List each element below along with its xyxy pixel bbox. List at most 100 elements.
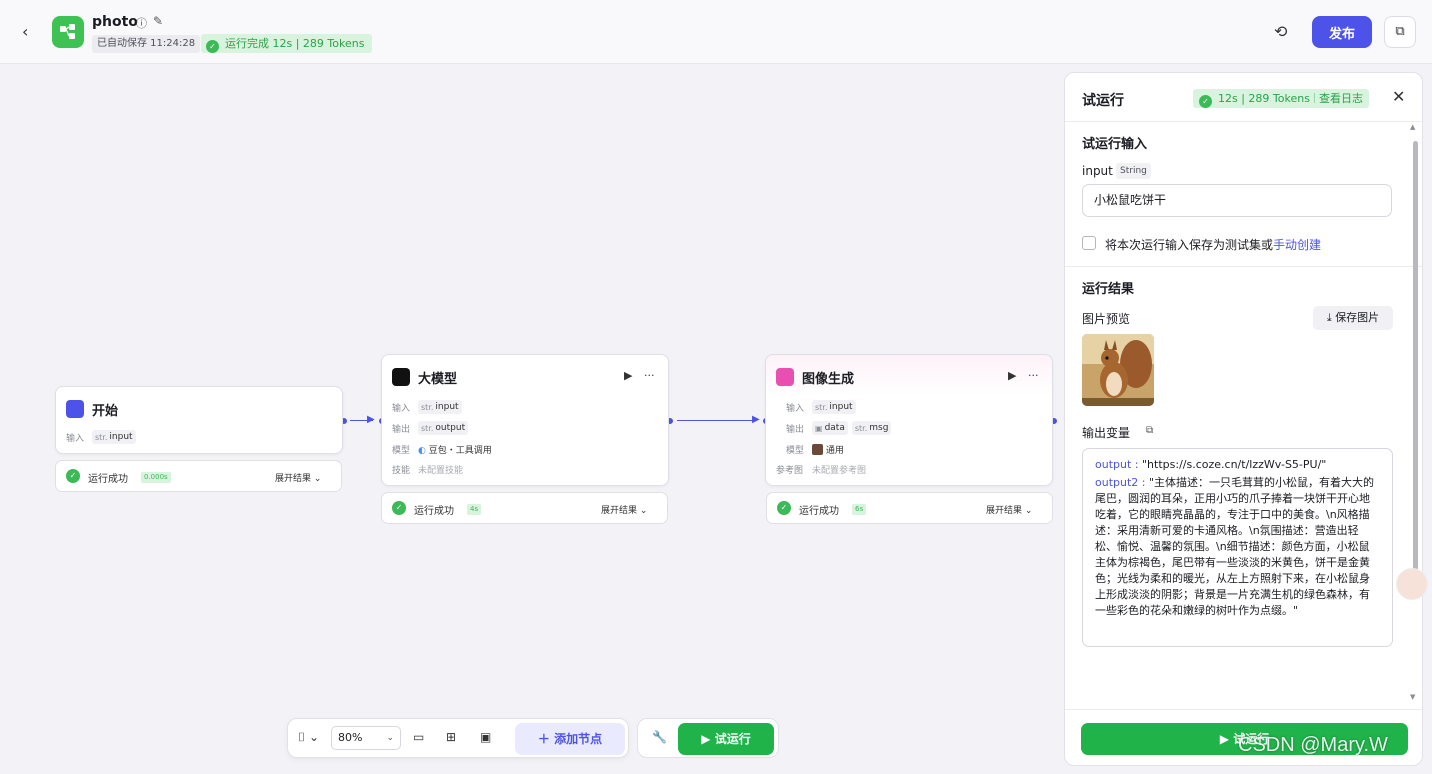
image-type-icon: ▣ xyxy=(815,423,823,433)
llm-output-port[interactable] xyxy=(667,418,673,424)
workflow-app-icon xyxy=(52,16,84,48)
autosave-label: 已自动保存 11:24:28 xyxy=(92,35,201,53)
doubao-icon: ◐ xyxy=(418,445,426,456)
info-icon[interactable]: ⓘ xyxy=(136,17,147,30)
assistant-avatar[interactable] xyxy=(1396,568,1428,600)
status-text: 运行成功 xyxy=(799,506,839,517)
start-output-port[interactable] xyxy=(341,418,347,424)
publish-button[interactable]: 发布 xyxy=(1312,16,1372,48)
model-label: 模型 xyxy=(786,445,805,456)
llm-node-icon xyxy=(392,368,410,386)
input-var-tag: str.input xyxy=(812,400,856,414)
status-time-badge: 6s xyxy=(852,504,867,515)
skill-label: 技能 xyxy=(392,465,411,476)
status-time-badge: 0.000s xyxy=(141,472,171,483)
status-text: 运行成功 xyxy=(88,474,128,485)
download-icon: ⤓ xyxy=(1326,311,1332,324)
plus-icon: ＋ xyxy=(537,732,550,746)
check-icon: ✓ xyxy=(66,469,80,483)
panel-run-button[interactable]: ▶ 试运行 xyxy=(1081,723,1408,755)
llm-status-bar: ✓ 运行成功 4s 展开结果 ⌄ xyxy=(381,492,668,524)
test-run-button[interactable]: ▶ 试运行 xyxy=(678,723,774,755)
ref-image-value: 未配置参考图 xyxy=(812,465,867,476)
panel-title: 试运行 xyxy=(1082,93,1124,109)
comment-icon[interactable]: ▭ xyxy=(413,730,425,744)
expand-result-button[interactable]: 展开结果 ⌄ xyxy=(275,474,322,484)
run-status-badge: ✓ 运行完成 12s | 289 Tokens xyxy=(201,34,373,53)
top-header: ‹ photo ⓘ ✎ 已自动保存 11:24:28 ✓ 运行完成 12s | 2… xyxy=(0,0,1432,64)
expand-result-button[interactable]: 展开结果 ⌄ xyxy=(601,506,648,516)
manual-create-link[interactable]: 手动创建 xyxy=(1273,238,1322,252)
output2-line: output2 : "主体描述：一只毛茸茸的小松鼠，有着大大的尾巴，圆润的耳朵，… xyxy=(1095,476,1375,617)
edge-arrow: ▶ xyxy=(367,414,375,425)
image-node-icon xyxy=(776,368,794,386)
edge-llm-image xyxy=(677,420,757,421)
model-value: 通用 xyxy=(812,443,844,456)
edge-start-llm xyxy=(350,420,373,421)
panel-scrollbar[interactable] xyxy=(1413,141,1418,571)
input-var-tag: str.input xyxy=(92,430,136,444)
save-testset-label: 将本次运行输入保存为测试集或手动创建 xyxy=(1105,238,1322,252)
check-icon: ✓ xyxy=(206,40,219,53)
more-icon[interactable]: ··· xyxy=(644,369,655,382)
scroll-down-icon[interactable]: ▼ xyxy=(1410,693,1416,701)
ref-image-label: 参考图 xyxy=(776,465,804,476)
check-icon: ✓ xyxy=(777,501,791,515)
mouse-mode-icon[interactable]: ⌷ ⌄ xyxy=(298,730,320,744)
model-label: 模型 xyxy=(392,445,411,456)
output-variables-box: output : "https://s.coze.cn/t/lzzWv-S5-P… xyxy=(1082,448,1393,647)
more-icon[interactable]: ··· xyxy=(1028,369,1039,382)
generated-image-thumbnail[interactable] xyxy=(1082,334,1154,406)
run-status-text: 运行完成 12s | 289 Tokens xyxy=(225,37,365,50)
input-type-badge: String xyxy=(1116,163,1151,179)
input-section-title: 试运行输入 xyxy=(1082,137,1148,152)
minimap-icon[interactable]: ▣ xyxy=(480,730,492,744)
output-data-tag: ▣data xyxy=(812,421,848,435)
result-section-title: 运行结果 xyxy=(1082,282,1135,297)
llm-node-title: 大模型 xyxy=(418,371,458,387)
output-var-tag: str.output xyxy=(418,421,469,435)
layout-grid-icon[interactable]: ⊞ xyxy=(446,730,457,744)
image-output-port[interactable] xyxy=(1051,418,1057,424)
watermark: CSDN @Mary.W xyxy=(1238,734,1388,756)
edge-arrow: ▶ xyxy=(752,414,760,425)
edit-icon[interactable]: ✎ xyxy=(153,14,164,28)
app-title: photo xyxy=(92,14,138,30)
close-icon[interactable]: ✕ xyxy=(1392,87,1406,106)
save-image-button[interactable]: ⤓ 保存图片 xyxy=(1313,306,1393,330)
wrench-icon[interactable]: 🔧 xyxy=(652,730,667,744)
check-icon: ✓ xyxy=(392,501,406,515)
output-label: 输出 xyxy=(786,424,805,435)
image-status-bar: ✓ 运行成功 6s 展开结果 ⌄ xyxy=(766,492,1053,524)
image-node-title: 图像生成 xyxy=(802,371,855,387)
add-node-button[interactable]: ＋ 添加节点 xyxy=(515,723,625,755)
expand-result-button[interactable]: 展开结果 ⌄ xyxy=(986,506,1033,516)
history-icon[interactable]: ⟲ xyxy=(1274,22,1288,41)
duplicate-icon[interactable]: ⧉ xyxy=(1384,16,1416,48)
input-field[interactable]: 小松鼠吃饼干 xyxy=(1082,184,1392,217)
save-testset-checkbox[interactable] xyxy=(1082,236,1096,250)
canvas-toolbar: ⌷ ⌄ 80%⌄ ▭ ⊞ ▣ ＋ 添加节点 xyxy=(287,718,629,758)
copy-icon[interactable]: ⧉ xyxy=(1146,425,1154,436)
view-log-link[interactable]: 查看日志 xyxy=(1318,92,1363,105)
start-node-icon xyxy=(66,400,84,418)
status-text: 运行成功 xyxy=(414,506,454,517)
play-icon[interactable]: ▶ xyxy=(1008,369,1017,382)
output-line: output : "https://s.coze.cn/t/lzzWv-S5-P… xyxy=(1095,458,1327,471)
zoom-select[interactable]: 80%⌄ xyxy=(331,726,401,750)
skill-value: 未配置技能 xyxy=(418,465,464,476)
start-node-title: 开始 xyxy=(92,403,119,419)
back-arrow-icon[interactable]: ‹ xyxy=(22,22,29,41)
start-status-bar: ✓ 运行成功 0.000s 展开结果 ⌄ xyxy=(55,460,342,492)
chevron-down-icon: ⌄ xyxy=(386,733,394,743)
input-label: 输入 xyxy=(786,403,805,414)
input-name-label: input xyxy=(1082,164,1113,178)
check-icon: ✓ xyxy=(1199,95,1212,108)
scroll-up-icon[interactable]: ▲ xyxy=(1410,123,1416,131)
play-icon[interactable]: ▶ xyxy=(624,369,633,382)
run-toolbar: 🔧 ▶ 试运行 xyxy=(637,718,779,758)
